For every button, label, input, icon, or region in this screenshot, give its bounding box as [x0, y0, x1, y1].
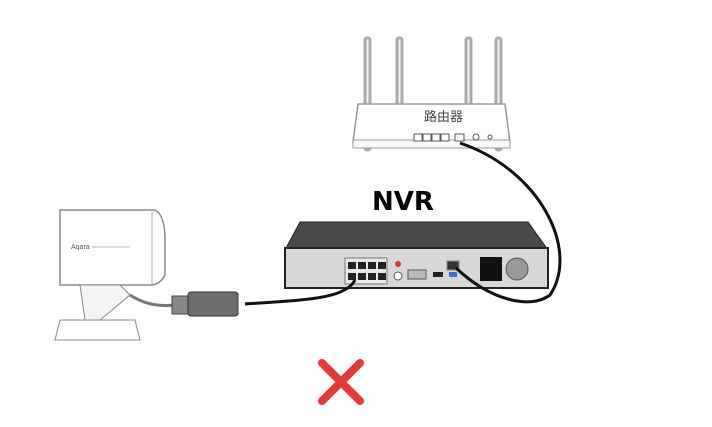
camera-connector	[187, 291, 239, 317]
router: 路由器	[352, 36, 511, 152]
router-ports	[413, 133, 493, 142]
cross-icon	[318, 359, 364, 405]
nvr-poe-ports	[344, 257, 388, 285]
camera-nvr-cable	[244, 279, 357, 306]
router-label: 路由器	[424, 109, 463, 125]
nvr-title: NVR	[372, 187, 434, 217]
router-nvr-cable	[454, 141, 562, 304]
camera: Aqara	[54, 209, 239, 341]
nvr-device	[284, 221, 549, 289]
camera-brand: Aqara	[71, 244, 90, 251]
